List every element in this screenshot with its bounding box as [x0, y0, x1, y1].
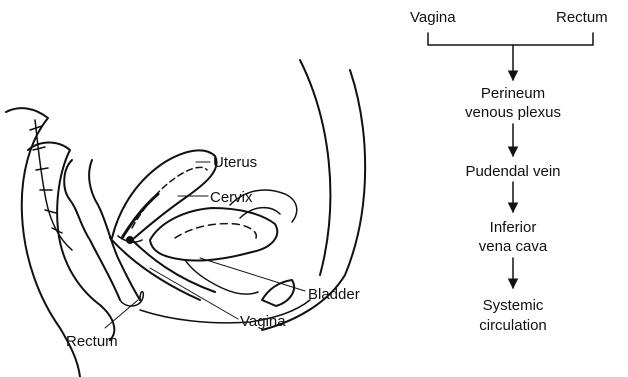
label-cervix: Cervix: [210, 189, 253, 206]
rectum-leader: [105, 300, 138, 328]
flow-step-perineum-line1: Perineum: [481, 85, 545, 102]
bladder-leader: [200, 258, 305, 291]
vagina-leader: [150, 268, 238, 319]
label-uterus: Uterus: [213, 154, 257, 171]
flow-step-systemic-line1: Systemic: [483, 297, 544, 314]
flow-step-ivc-line1: Inferior: [490, 219, 537, 236]
label-bladder: Bladder: [308, 286, 360, 303]
flow-source-vagina: Vagina: [410, 9, 456, 26]
label-vagina: Vagina: [240, 313, 286, 330]
flow-step-ivc-line2: vena cava: [479, 238, 548, 255]
flow-step-pudendal: Pudendal vein: [465, 163, 560, 180]
flow-step-systemic-line2: circulation: [479, 317, 547, 334]
pelvic-anatomy-drawing: [6, 60, 365, 377]
label-rectum: Rectum: [66, 333, 118, 350]
source-bracket: [428, 33, 593, 45]
drainage-flowchart: Vagina Rectum Perineum venous plexus Pud…: [410, 9, 608, 334]
flow-step-perineum-line2: venous plexus: [465, 104, 561, 121]
vagina-structure: [110, 236, 215, 300]
flow-source-rectum: Rectum: [556, 9, 608, 26]
spine-sacrum: [30, 120, 72, 250]
rectum-structure: [64, 160, 143, 306]
bladder-structure: [150, 208, 277, 294]
